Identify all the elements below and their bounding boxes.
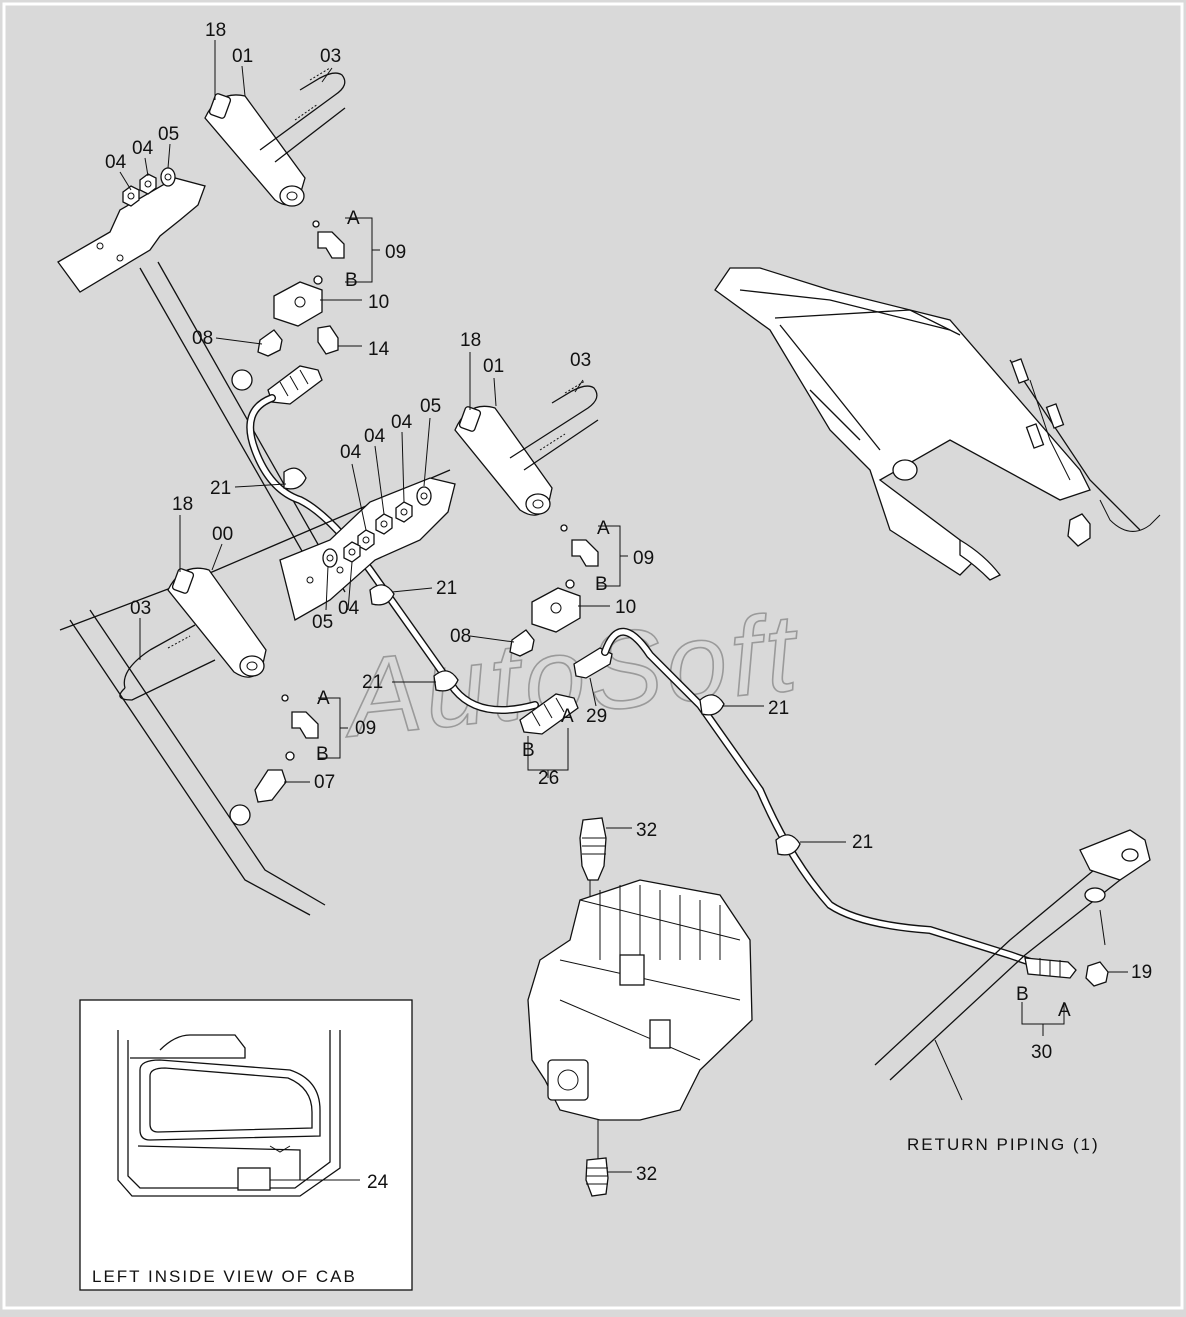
callout-24: 24 <box>367 1172 389 1193</box>
callout-04: 04 <box>391 412 413 433</box>
callout-a: A <box>1058 1000 1071 1021</box>
nut-icon <box>343 541 361 563</box>
callout-labels: 18 01 03 04 04 05 A B 09 10 08 14 21 18 … <box>105 20 1152 1193</box>
callout-01: 01 <box>483 356 504 377</box>
callout-18: 18 <box>205 20 226 41</box>
callout-05: 05 <box>312 612 333 633</box>
callout-08: 08 <box>192 328 213 349</box>
callout-09: 09 <box>385 242 406 263</box>
washer-icon <box>160 167 176 187</box>
callout-18: 18 <box>460 330 481 351</box>
lower-left-assembly <box>69 515 361 916</box>
callout-26: 26 <box>538 768 559 789</box>
callout-04: 04 <box>105 152 127 173</box>
callout-04: 04 <box>340 442 362 463</box>
callout-03: 03 <box>130 598 151 619</box>
callout-18: 18 <box>172 494 193 515</box>
callout-09: 09 <box>633 548 654 569</box>
callout-03: 03 <box>320 46 341 67</box>
callout-b: B <box>316 744 329 765</box>
excavator-boom-view <box>714 267 1161 581</box>
callout-09: 09 <box>355 718 376 739</box>
callout-a: A <box>561 706 574 727</box>
callout-05: 05 <box>420 396 441 417</box>
callout-a: A <box>317 688 330 709</box>
callout-05: 05 <box>158 124 179 145</box>
control-valve-view <box>527 817 753 1197</box>
middle-bracket-assembly <box>59 352 1044 969</box>
washer-icon <box>416 486 432 506</box>
callout-10: 10 <box>368 292 389 313</box>
cab-inset-view <box>79 999 413 1291</box>
upper-bracket-assembly <box>57 40 539 714</box>
washer-icon <box>322 548 338 568</box>
nut-icon <box>375 513 393 535</box>
inset-caption: LEFT INSIDE VIEW OF CAB <box>92 1267 357 1286</box>
callout-30: 30 <box>1031 1042 1052 1063</box>
callout-32: 32 <box>636 1164 657 1185</box>
callout-b: B <box>522 740 535 761</box>
callout-01: 01 <box>232 46 253 67</box>
callout-29: 29 <box>586 706 607 727</box>
callout-08: 08 <box>450 626 471 647</box>
callout-04: 04 <box>338 598 360 619</box>
callout-21: 21 <box>852 832 873 853</box>
callout-b: B <box>1016 984 1029 1005</box>
callout-b: B <box>345 270 358 291</box>
callout-03: 03 <box>570 350 591 371</box>
callout-00: 00 <box>212 524 233 545</box>
callout-a: A <box>347 208 360 229</box>
callout-14: 14 <box>368 339 390 360</box>
callout-21: 21 <box>210 478 231 499</box>
return-piping-view <box>874 829 1151 1101</box>
callout-21: 21 <box>436 578 457 599</box>
callout-b: B <box>595 574 608 595</box>
callout-04: 04 <box>364 426 386 447</box>
callout-10: 10 <box>615 597 636 618</box>
callout-07: 07 <box>314 772 335 793</box>
callout-04: 04 <box>132 138 154 159</box>
nut-icon <box>395 501 413 523</box>
callout-21: 21 <box>768 698 789 719</box>
callout-21: 21 <box>362 672 383 693</box>
return-piping-caption: RETURN PIPING (1) <box>907 1135 1100 1154</box>
callout-19: 19 <box>1131 962 1152 983</box>
callout-a: A <box>597 518 610 539</box>
nut-icon <box>122 185 140 207</box>
callout-32: 32 <box>636 820 657 841</box>
